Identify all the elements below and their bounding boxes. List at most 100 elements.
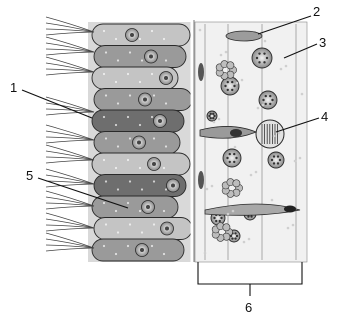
chromatin	[256, 57, 258, 59]
vesicle	[301, 93, 304, 96]
section-nucleus	[223, 149, 241, 167]
cytoplasm-granule	[153, 180, 155, 182]
cytoplasm-granule	[153, 223, 155, 225]
cytoplasm-granule	[115, 124, 117, 126]
cytoplasm-granule	[129, 223, 131, 225]
chromatin	[266, 57, 268, 59]
vesicle	[264, 40, 267, 43]
vesicle	[206, 188, 209, 191]
chromatin	[265, 103, 267, 105]
chromatin	[233, 153, 235, 155]
chromatin	[213, 115, 215, 117]
chromatin	[269, 95, 271, 97]
cytoplasm-granule	[105, 137, 107, 139]
label-3: 3	[319, 35, 326, 50]
chromatin	[279, 159, 281, 161]
vesicle	[243, 241, 246, 244]
chromatin	[235, 157, 237, 159]
cytoplasm-granule	[139, 124, 141, 126]
chromatin	[234, 237, 236, 239]
chromatin	[247, 215, 249, 217]
cytoplasm-granule	[115, 81, 117, 83]
cytoplasm-granule	[103, 202, 105, 204]
epithelial-cell	[92, 24, 190, 46]
vesicle	[225, 51, 228, 54]
cell-section-view	[195, 22, 307, 262]
chromatin	[236, 235, 238, 237]
nucleolus	[158, 119, 162, 123]
chromatin	[269, 103, 271, 105]
cytoplasm-granule	[103, 116, 105, 118]
cytoplasm-granule	[165, 145, 167, 147]
vesicle	[262, 104, 265, 107]
label-2: 2	[313, 4, 320, 19]
vesicle	[236, 82, 239, 85]
chromatin	[277, 162, 279, 164]
chromatin	[271, 159, 273, 161]
chromatin	[219, 220, 221, 222]
label-5: 5	[26, 168, 33, 183]
cytoplasm-granule	[117, 188, 119, 190]
cytoplasm-granule	[117, 59, 119, 61]
secretory-granule	[233, 180, 240, 187]
cytoplasm-granule	[139, 210, 141, 212]
cytoplasm-granule	[103, 245, 105, 247]
chromatin	[226, 157, 228, 159]
cytoplasm-granule	[129, 94, 131, 96]
cytoplasm-granule	[127, 73, 129, 75]
cilium	[46, 184, 94, 187]
cilium	[46, 206, 94, 209]
bracket-6	[198, 262, 302, 284]
label-1: 1	[10, 80, 17, 95]
left-cell-stack	[92, 24, 192, 261]
chromatin	[231, 237, 233, 239]
vesicle	[255, 171, 258, 174]
cilium	[46, 52, 94, 55]
slender-cell	[198, 63, 204, 81]
vesicle	[232, 210, 235, 213]
cytoplasm-granule	[141, 231, 143, 233]
chromatin	[263, 52, 265, 54]
cytoplasm-granule	[105, 51, 107, 53]
cytoplasm-granule	[105, 223, 107, 225]
chromatin	[273, 155, 275, 157]
chromatin	[258, 52, 260, 54]
chromatin	[220, 217, 222, 219]
vesicle	[204, 252, 207, 255]
cytoplasm-granule	[153, 137, 155, 139]
cytoplasm-granule	[115, 167, 117, 169]
epithelial-cell	[92, 110, 184, 132]
cytoplasm-granule	[151, 73, 153, 75]
chromatin	[212, 117, 214, 119]
cytoplasm-granule	[103, 159, 105, 161]
chromatin	[233, 161, 235, 163]
cytoplasm-granule	[151, 116, 153, 118]
cytoplasm-granule	[127, 116, 129, 118]
secretory-granule	[227, 62, 234, 69]
cytoplasm-granule	[127, 202, 129, 204]
cytoplasm-granule	[117, 145, 119, 147]
chromatin	[213, 217, 215, 219]
vesicle	[227, 213, 230, 216]
section-nucleus	[259, 91, 277, 109]
cytoplasm-granule	[139, 38, 141, 40]
cytoplasm-granule	[163, 38, 165, 40]
cytoplasm-granule	[103, 30, 105, 32]
chromatin	[273, 162, 275, 164]
cytoplasm-granule	[129, 51, 131, 53]
epithelial-cell	[94, 218, 192, 240]
chromatin	[210, 117, 212, 119]
cytoplasm-granule	[139, 81, 141, 83]
cilium	[46, 112, 94, 115]
cytoplasm-granule	[165, 59, 167, 61]
cilium	[46, 140, 94, 143]
chromatin	[271, 99, 273, 101]
vesicle	[271, 199, 274, 202]
chromatin	[208, 115, 210, 117]
vesicle	[220, 54, 223, 57]
cytoplasm-granule	[151, 30, 153, 32]
chromatin	[229, 161, 231, 163]
section-nucleus	[268, 152, 284, 168]
chromatin	[229, 153, 231, 155]
